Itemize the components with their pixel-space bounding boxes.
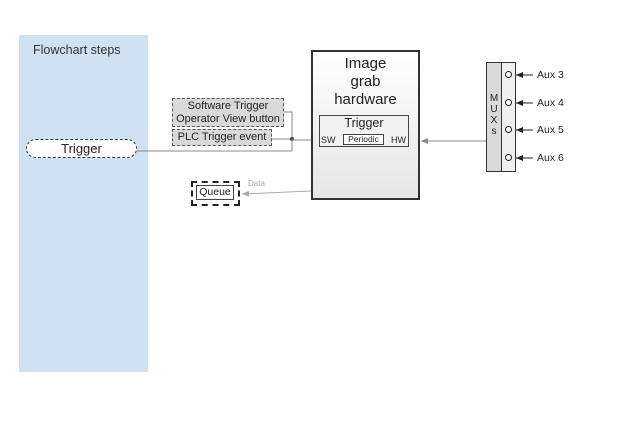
software-wire (284, 111, 293, 151)
periodic-mode[interactable]: Periodic (343, 134, 384, 145)
trigger-step[interactable]: Trigger (26, 139, 137, 158)
operator-view-label: Operator View button (176, 113, 280, 125)
aux-6-label: Aux 6 (537, 152, 564, 164)
mux-letter-m: M (489, 93, 499, 104)
mux-letter-x: X (490, 115, 498, 126)
software-trigger-label: Software Trigger (187, 100, 269, 112)
hardware-title-line2: grab (350, 73, 381, 90)
aux-3-label: Aux 3 (537, 69, 564, 81)
queue-label: Queue (196, 185, 234, 200)
aux-5-label: Aux 5 (537, 124, 564, 136)
lane-title: Flowchart steps (33, 43, 121, 57)
hardware-title-line1: Image (344, 55, 387, 72)
aux-4-label: Aux 4 (537, 97, 564, 109)
mux-letter-s: s (491, 126, 497, 137)
aux-4-port-icon[interactable] (505, 99, 512, 106)
aux-3-port-icon[interactable] (505, 71, 512, 78)
mux-letter-u: U (490, 104, 498, 115)
plc-trigger-source[interactable]: PLC Trigger event (172, 129, 272, 146)
hw-input-label: HW (391, 135, 406, 145)
hardware-title-line3: hardware (334, 91, 397, 108)
mux-divider (501, 62, 502, 172)
sw-input-label: SW (321, 135, 336, 145)
hardware-trigger-label: Trigger (344, 116, 384, 130)
software-trigger-source[interactable]: Software Trigger Operator View button (172, 98, 284, 127)
aux-5-port-icon[interactable] (505, 126, 512, 133)
hardware-trigger-box (319, 115, 409, 147)
sw-input-wire (291, 137, 319, 151)
hardware-title: Image grab hardware (311, 55, 420, 109)
aux-6-port-icon[interactable] (505, 154, 512, 161)
data-wire (241, 190, 312, 197)
flowchart-steps-lane (19, 35, 148, 372)
data-label: Data (248, 179, 265, 188)
